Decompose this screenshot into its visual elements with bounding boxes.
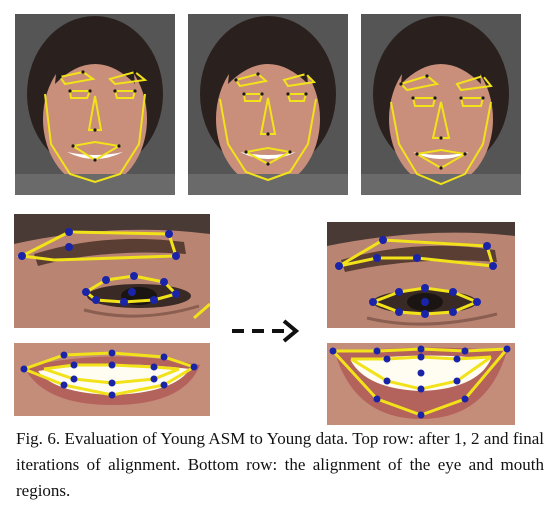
- eye-image: [14, 214, 210, 328]
- mouth-image: [14, 343, 210, 416]
- mouth-panel-after: [327, 343, 515, 425]
- mouth-image: [327, 343, 515, 425]
- eye-panel-before: [14, 214, 210, 328]
- face-panel-iteration-1: [15, 14, 175, 195]
- face-panel-iteration-final: [361, 14, 521, 195]
- dashed-right-arrow-icon: [232, 319, 300, 343]
- face-image: [188, 14, 348, 195]
- mouth-panel-before: [14, 343, 210, 416]
- face-image: [15, 14, 175, 195]
- figure-caption: Fig. 6. Evaluation of Young ASM to Young…: [16, 429, 544, 500]
- eye-panel-after: [327, 222, 515, 328]
- face-image: [361, 14, 521, 195]
- face-panel-iteration-2: [188, 14, 348, 195]
- eye-image: [327, 222, 515, 328]
